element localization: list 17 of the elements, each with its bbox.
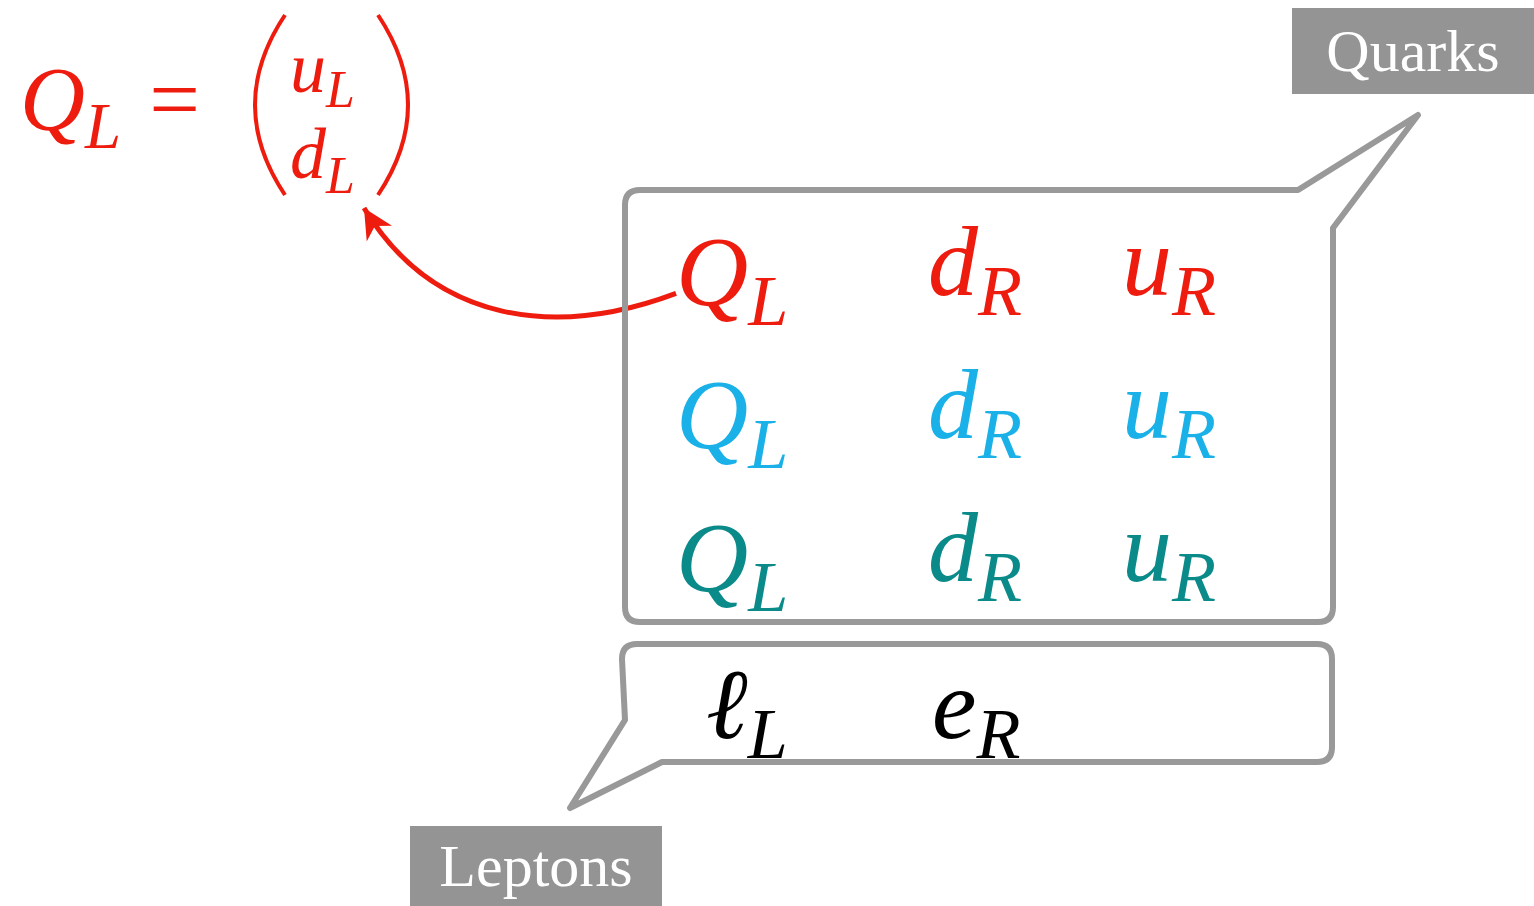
math-symbol: u$_{R}$ bbox=[1122, 498, 1216, 614]
math-symbol: u$_{L}$ bbox=[290, 32, 355, 116]
math-symbol: d$_{R}$ bbox=[928, 212, 1022, 328]
math-symbol: Q$_{L}$ = bbox=[20, 55, 205, 159]
math-symbol: Q$_{L}$ bbox=[676, 222, 789, 338]
math-symbol: ℓ$_{L}$ bbox=[706, 655, 788, 771]
math-symbol: d$_{L}$ bbox=[290, 118, 355, 202]
math-symbol: d$_{R}$ bbox=[928, 355, 1022, 471]
math-symbol: d$_{R}$ bbox=[928, 498, 1022, 614]
math-symbol: e$_{R}$ bbox=[932, 655, 1021, 771]
math-symbol: u$_{R}$ bbox=[1122, 212, 1216, 328]
math-symbol: u$_{R}$ bbox=[1122, 355, 1216, 471]
category-tag: Quarks bbox=[1292, 8, 1534, 94]
category-tag: Leptons bbox=[410, 826, 662, 906]
math-symbol: Q$_{L}$ bbox=[676, 365, 789, 481]
math-symbol: Q$_{L}$ bbox=[676, 508, 789, 624]
curved-arrow bbox=[361, 206, 677, 320]
